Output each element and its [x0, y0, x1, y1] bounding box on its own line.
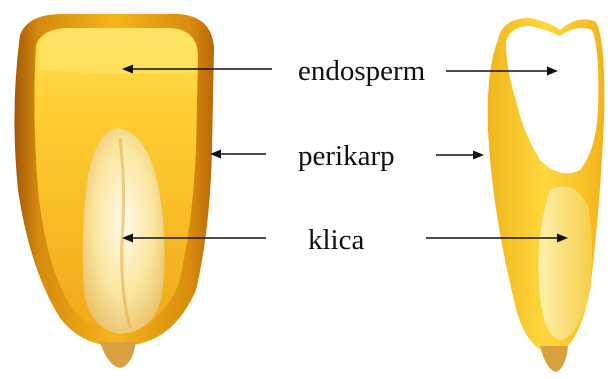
left-kernel-crown — [40, 28, 196, 74]
left-kernel-tip — [100, 342, 136, 368]
left-kernel-illustration — [14, 14, 214, 368]
label-endosperm: endosperm — [298, 57, 425, 86]
label-perikarp: perikarp — [298, 142, 395, 171]
label-klica: klica — [308, 226, 364, 255]
arrow-perikarp-right — [436, 151, 484, 160]
right-kernel-tip — [540, 346, 568, 372]
right-kernel-germ — [538, 186, 592, 340]
arrow-perikarp-left — [210, 150, 266, 159]
